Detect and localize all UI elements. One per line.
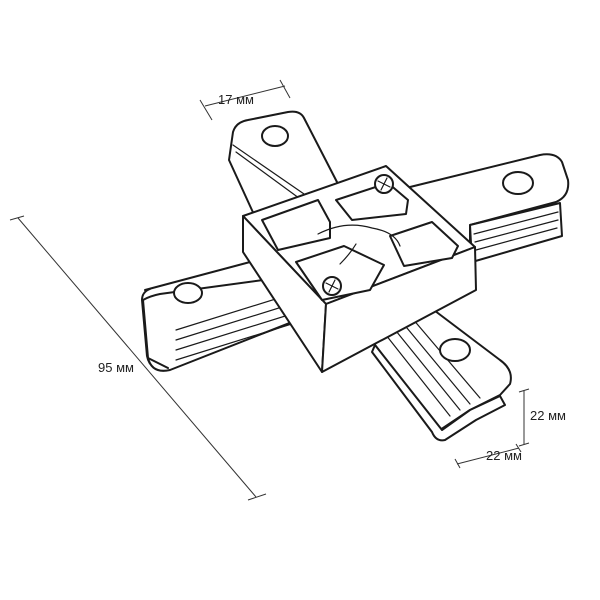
total-length-label: 95 мм	[98, 360, 134, 375]
height-label: 22 мм	[530, 408, 566, 423]
arm-width-label: 17 мм	[218, 92, 254, 107]
depth-label: 22 мм	[486, 448, 522, 463]
mounting-hole-icon	[439, 338, 471, 362]
screw-icon	[374, 174, 394, 194]
screw-icon	[322, 276, 342, 296]
dimension-height: 22 мм	[518, 388, 566, 447]
dimension-total-length: 95 мм	[9, 215, 267, 501]
dimension-depth: 22 мм	[454, 443, 522, 469]
dimension-arm-width: 17 мм	[199, 79, 291, 121]
mounting-hole-icon	[261, 125, 289, 147]
mounting-hole-icon	[173, 282, 203, 304]
center-block	[242, 165, 477, 373]
mounting-hole-icon	[502, 171, 534, 195]
